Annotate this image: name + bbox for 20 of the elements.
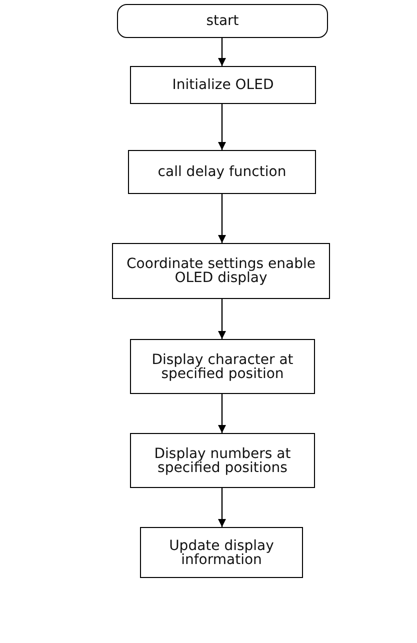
node-text: Display numbers at specified positions — [153, 446, 292, 474]
process-box — [140, 527, 303, 578]
arrow — [218, 299, 226, 339]
node-text: Coordinate settings enable OLED display — [126, 257, 316, 285]
node-text: start — [206, 14, 239, 28]
node-text: Update display information — [168, 538, 275, 566]
arrow — [218, 194, 226, 243]
process-box — [130, 433, 315, 488]
process-box — [112, 243, 330, 299]
process-box — [130, 66, 316, 104]
process-box — [128, 150, 316, 194]
node-text: call delay function — [158, 165, 286, 179]
process-box — [130, 339, 315, 394]
node-text: Display character at specified position — [150, 352, 294, 380]
arrow — [218, 488, 226, 527]
node-text: Initialize OLED — [172, 78, 274, 92]
arrow — [218, 104, 226, 150]
arrow — [218, 394, 226, 433]
terminal-box — [117, 4, 328, 38]
arrow — [218, 38, 226, 66]
